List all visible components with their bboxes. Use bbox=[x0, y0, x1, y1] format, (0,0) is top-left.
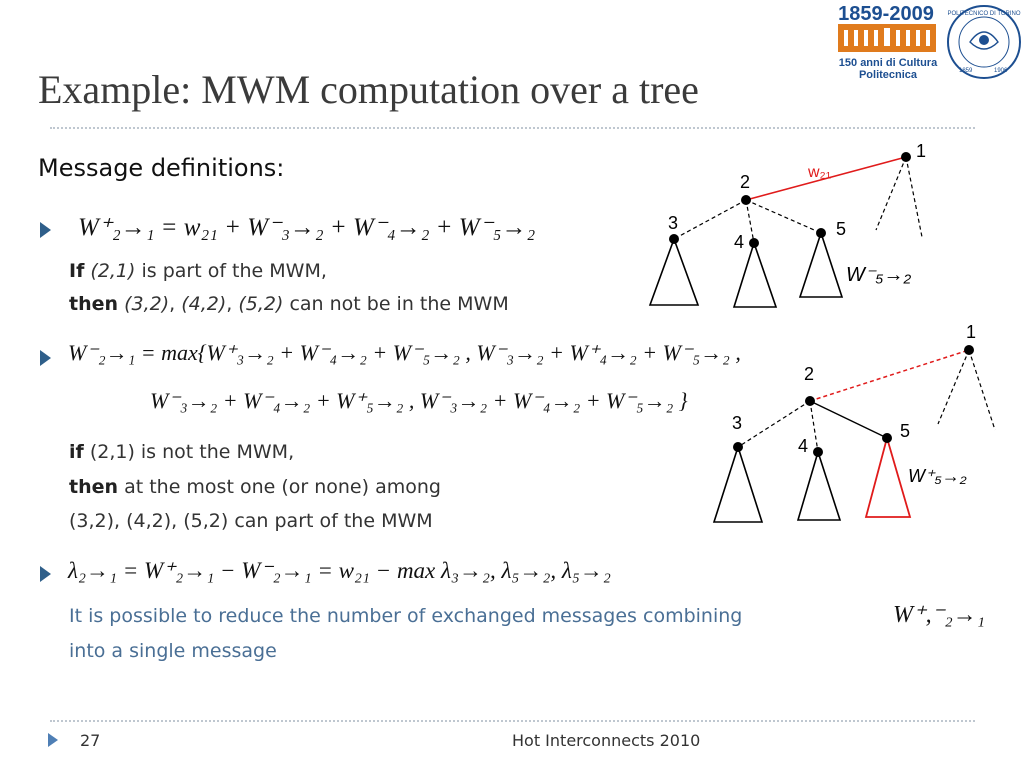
label-msg-bottom: W⁺₅→₂ bbox=[908, 466, 967, 486]
tree-diagram-top: 1 2 3 4 5 w₂₁ W⁻₅→₂ bbox=[640, 135, 970, 315]
equation-3: λ₂→₁ = W⁺₂→₁ − W⁻₂→₁ = w₂₁ − max λ₃→₂, λ… bbox=[68, 558, 611, 584]
eq2-line2-text: W⁻₃→₂ + W⁻₄→₂ + W⁺₅→₂ , W⁻₃→₂ + W⁻₄→₂ + … bbox=[150, 388, 688, 413]
block2-then-line: then at the most one (or none) among bbox=[69, 473, 441, 501]
block1-then-rest: can not be in the MWM bbox=[283, 293, 509, 315]
block1-then-a: (3,2) bbox=[124, 293, 170, 315]
node-5 bbox=[816, 228, 826, 238]
block2-if-kw: if bbox=[69, 441, 84, 463]
node-2-b bbox=[805, 396, 815, 406]
subtree-3 bbox=[648, 236, 700, 306]
edge-1-right-b bbox=[968, 349, 996, 431]
block2-then-kw: then bbox=[69, 476, 119, 498]
block1-then-line: then (3,2), (4,2), (5,2) can not be in t… bbox=[69, 293, 509, 315]
block2-if-line: if (2,1) is not the MWM, bbox=[69, 438, 294, 466]
node-2 bbox=[741, 195, 751, 205]
page-number: 27 bbox=[80, 731, 101, 750]
block1-then-c: (5,2) bbox=[238, 293, 284, 315]
edge-1-right bbox=[905, 156, 923, 238]
block2-then-rest: at the most one (or none) among bbox=[118, 476, 441, 498]
logo-years: 1859-2009 bbox=[838, 3, 934, 25]
subheading: Message definitions: bbox=[38, 154, 285, 182]
node-1-b bbox=[964, 345, 974, 355]
tree-diagram-bottom: 1 2 3 4 5 W⁺₅→₂ bbox=[700, 322, 1000, 532]
block1-then-kw: then bbox=[69, 293, 119, 315]
logo-line1: 150 anni di Cultura bbox=[839, 57, 938, 69]
seal-ring-text: POLITECNICO DI TORINO bbox=[947, 11, 1020, 17]
label-node-2-b: 2 bbox=[804, 364, 814, 384]
footer-event: Hot Interconnects 2010 bbox=[512, 731, 701, 750]
edge-2-1-dashed bbox=[809, 349, 970, 402]
label-node-2: 2 bbox=[740, 172, 750, 192]
note-line-2: into a single message bbox=[69, 640, 277, 662]
subtree-4 bbox=[732, 240, 778, 308]
combined-message: W⁺,⁻₂→₁ bbox=[893, 602, 986, 628]
equation-1: W⁺₂→₁ = w₂₁ + W⁻₃→₂ + W⁻₄→₂ + W⁻₅→₂ bbox=[78, 212, 535, 242]
block1-if-line: If (2,1) is part of the MWM, bbox=[69, 257, 327, 285]
logo: 1859-2009 150 anni di Cultura Politecnic… bbox=[834, 0, 1024, 86]
equation-2-line-1: W⁻₂→₁ = max{W⁺₃→₂ + W⁻₄→₂ + W⁻₅→₂ , W⁻₃→… bbox=[68, 340, 741, 366]
block2-line3: (3,2), (4,2), (5,2) can part of the MWM bbox=[69, 510, 433, 532]
edge-2-1 bbox=[745, 156, 907, 201]
title-divider bbox=[50, 127, 975, 129]
edge-2-4 bbox=[745, 199, 755, 244]
eq3-text: λ₂→₁ = W⁺₂→₁ − W⁻₂→₁ = w₂₁ − max λ₃→₂, λ… bbox=[68, 558, 611, 583]
bullet-marker-1 bbox=[40, 222, 51, 238]
edge-2-4-b bbox=[809, 400, 819, 453]
subtree-5-b bbox=[864, 434, 912, 518]
subtree-3-b bbox=[712, 444, 764, 523]
label-node-1-b: 1 bbox=[966, 322, 976, 342]
node-1 bbox=[901, 152, 911, 162]
label-edge-w21: w₂₁ bbox=[807, 164, 831, 181]
subtree-4-b bbox=[796, 449, 842, 521]
bullet-marker-2 bbox=[40, 350, 51, 366]
logo-line2: Politecnica bbox=[859, 69, 918, 81]
block2-if-rest: (2,1) is not the MWM, bbox=[83, 441, 295, 463]
footer-bullet bbox=[48, 733, 58, 747]
seal-year-1: 1859 bbox=[959, 68, 973, 74]
equation-2-line-2: W⁻₃→₂ + W⁻₄→₂ + W⁺₅→₂ , W⁻₃→₂ + W⁻₄→₂ + … bbox=[150, 388, 688, 414]
edge-2-3-b bbox=[737, 400, 811, 448]
label-node-4-b: 4 bbox=[798, 436, 808, 456]
edge-1-left bbox=[875, 156, 907, 231]
label-node-3-b: 3 bbox=[732, 413, 742, 433]
node-3-b bbox=[733, 442, 743, 452]
seal-icon bbox=[947, 5, 1021, 79]
block1-if-arg: (2,1) bbox=[90, 260, 136, 282]
block1-if-rest: is part of the MWM, bbox=[135, 260, 327, 282]
block1-then-b: (4,2) bbox=[181, 293, 227, 315]
label-node-3: 3 bbox=[668, 213, 678, 233]
edge-2-5 bbox=[745, 199, 822, 234]
node-3 bbox=[669, 234, 679, 244]
label-node-1: 1 bbox=[916, 141, 926, 161]
bullet-marker-3 bbox=[40, 566, 51, 582]
label-node-5-b: 5 bbox=[900, 421, 910, 441]
label-msg-top: W⁻₅→₂ bbox=[846, 264, 911, 286]
edge-1-left-b bbox=[937, 349, 970, 425]
block1-if-kw: If bbox=[69, 260, 85, 282]
note-line-1: It is possible to reduce the number of e… bbox=[69, 605, 743, 627]
seal-year-2: 1906 bbox=[994, 68, 1008, 74]
subtree-5 bbox=[798, 230, 844, 298]
footer-divider bbox=[50, 720, 975, 722]
node-4 bbox=[749, 238, 759, 248]
slide-title: Example: MWM computation over a tree bbox=[38, 67, 699, 112]
node-4-b bbox=[813, 447, 823, 457]
eq2-line1-text: W⁻₂→₁ = max{W⁺₃→₂ + W⁻₄→₂ + W⁻₅→₂ , W⁻₃→… bbox=[68, 340, 741, 365]
label-node-4: 4 bbox=[734, 232, 744, 252]
eq1-text: W⁺₂→₁ = w₂₁ + W⁻₃→₂ + W⁻₄→₂ + W⁻₅→₂ bbox=[78, 214, 536, 241]
edge-2-5-b bbox=[809, 400, 888, 439]
node-5-b bbox=[882, 433, 892, 443]
label-node-5: 5 bbox=[836, 219, 846, 239]
